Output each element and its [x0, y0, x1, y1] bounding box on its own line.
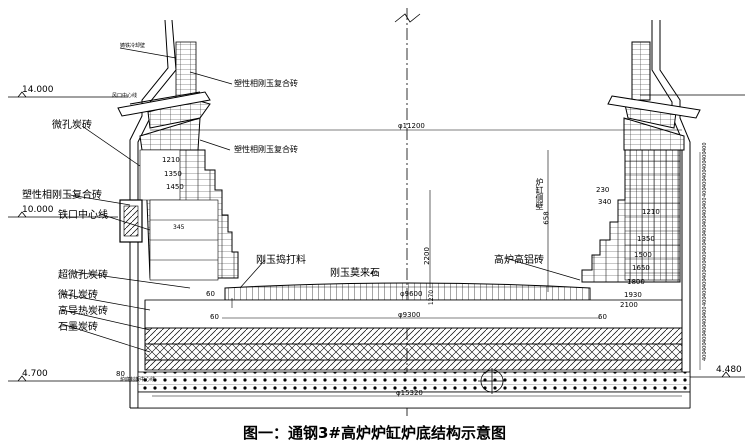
dim-15320: φ15320: [396, 389, 423, 397]
left-band-2: 1350: [164, 170, 182, 178]
right-band-1: 230: [596, 186, 610, 194]
right-band-4: 1350: [637, 235, 655, 243]
right-band-7: 1800: [627, 278, 645, 286]
right-band-5: 1500: [634, 251, 652, 259]
label-plastic-corundum-left: 塑性相刚玉复合砖: [22, 190, 102, 201]
right-column-dim-5: 400: [702, 187, 708, 198]
label-micro-carbon-top: 微孔炭砖: [52, 120, 92, 131]
label-small-mid-note: 风口中心线: [112, 93, 138, 99]
right-column-dim-20: 400: [702, 324, 708, 334]
right-column-dim-17: 400: [702, 296, 708, 307]
right-column-dim-10: 400: [702, 233, 708, 243]
left-band-3: 1450: [166, 183, 184, 191]
center-mark: [478, 368, 506, 394]
right-column-dim-21: 400: [702, 333, 708, 343]
label-high-conductivity-carbon: 高导热炭砖: [58, 306, 108, 317]
right-band-2: 340: [598, 198, 612, 206]
figure-caption: 图一：通钢3#高炉炉缸炉底结构示意图: [242, 424, 506, 442]
right-column-dim-7: 400: [702, 206, 708, 216]
right-column-dim-9: 400: [702, 224, 708, 234]
right-band-6: 1650: [632, 264, 650, 272]
label-plastic-corundum-top-2: 塑性相刚玉复合砖: [234, 145, 298, 154]
right-column-dim-18: 400: [702, 305, 708, 316]
right-band-9: 2100: [620, 301, 638, 309]
label-bottom-left-note: 炉底封板中心线: [120, 377, 156, 383]
label-super-micro-carbon: 超微孔炭砖: [58, 270, 108, 281]
label-taphole-centerline: 铁口中心线: [58, 210, 108, 221]
elevation-marks: [8, 91, 745, 382]
right-column-dim-8: 400: [702, 215, 708, 225]
right-column-dim-6: 400: [702, 196, 708, 207]
label-high-alumina-brick: 高炉高铝砖: [494, 255, 544, 266]
elevation-4480: 4.480: [716, 365, 742, 375]
label-micro-carbon: 微孔炭砖: [58, 290, 98, 301]
elevation-10000: 10.000: [22, 205, 54, 215]
dim-9600: φ9600: [400, 290, 423, 298]
elevation-14000: 14.000: [22, 85, 54, 95]
dimension-lines: [150, 129, 682, 397]
elevation-4700: 4.700: [22, 369, 48, 379]
label-small-top-note: 铸铁冷却壁: [120, 43, 146, 49]
dim-80: 80: [116, 370, 125, 378]
taphole-inner: [123, 205, 139, 237]
label-graphite-carbon: 石墨炭砖: [58, 322, 98, 333]
right-column-dim-22: 400: [702, 342, 708, 352]
label-plastic-corundum-top-1: 塑性相刚玉复合砖: [234, 79, 298, 88]
dim-2200: 2200: [422, 247, 431, 265]
right-band-3: 1210: [642, 208, 660, 216]
label-corundum-ramming: 刚玉捣打料: [256, 255, 306, 266]
right-wall-column: [624, 149, 681, 281]
left-wall-joints: [150, 219, 218, 261]
dim-345: 345: [173, 224, 185, 231]
dim-60-c: 60: [598, 313, 607, 321]
dim-658: 658: [542, 211, 551, 225]
dim-1270: 1270: [428, 289, 436, 306]
leader-lines: [61, 47, 581, 353]
dim-40: 40: [370, 270, 378, 277]
tuyere-left: [117, 91, 211, 117]
right-column-dim-19: 400: [702, 315, 708, 325]
right-column-dim-23: 400: [702, 351, 708, 361]
label-corundum-mullite: 刚玉莫来石: [330, 268, 380, 279]
dim-9300: φ9300: [398, 311, 421, 319]
dim-60-b: 60: [210, 313, 219, 321]
right-band-8: 1930: [624, 291, 642, 299]
label-right-vertical: 炉缸侧壁: [535, 178, 544, 210]
dim-11200: φ11200: [398, 122, 425, 130]
dim-60-a: 60: [206, 290, 215, 298]
tuyere-right: [607, 95, 701, 119]
left-band-1: 1210: [162, 156, 180, 164]
